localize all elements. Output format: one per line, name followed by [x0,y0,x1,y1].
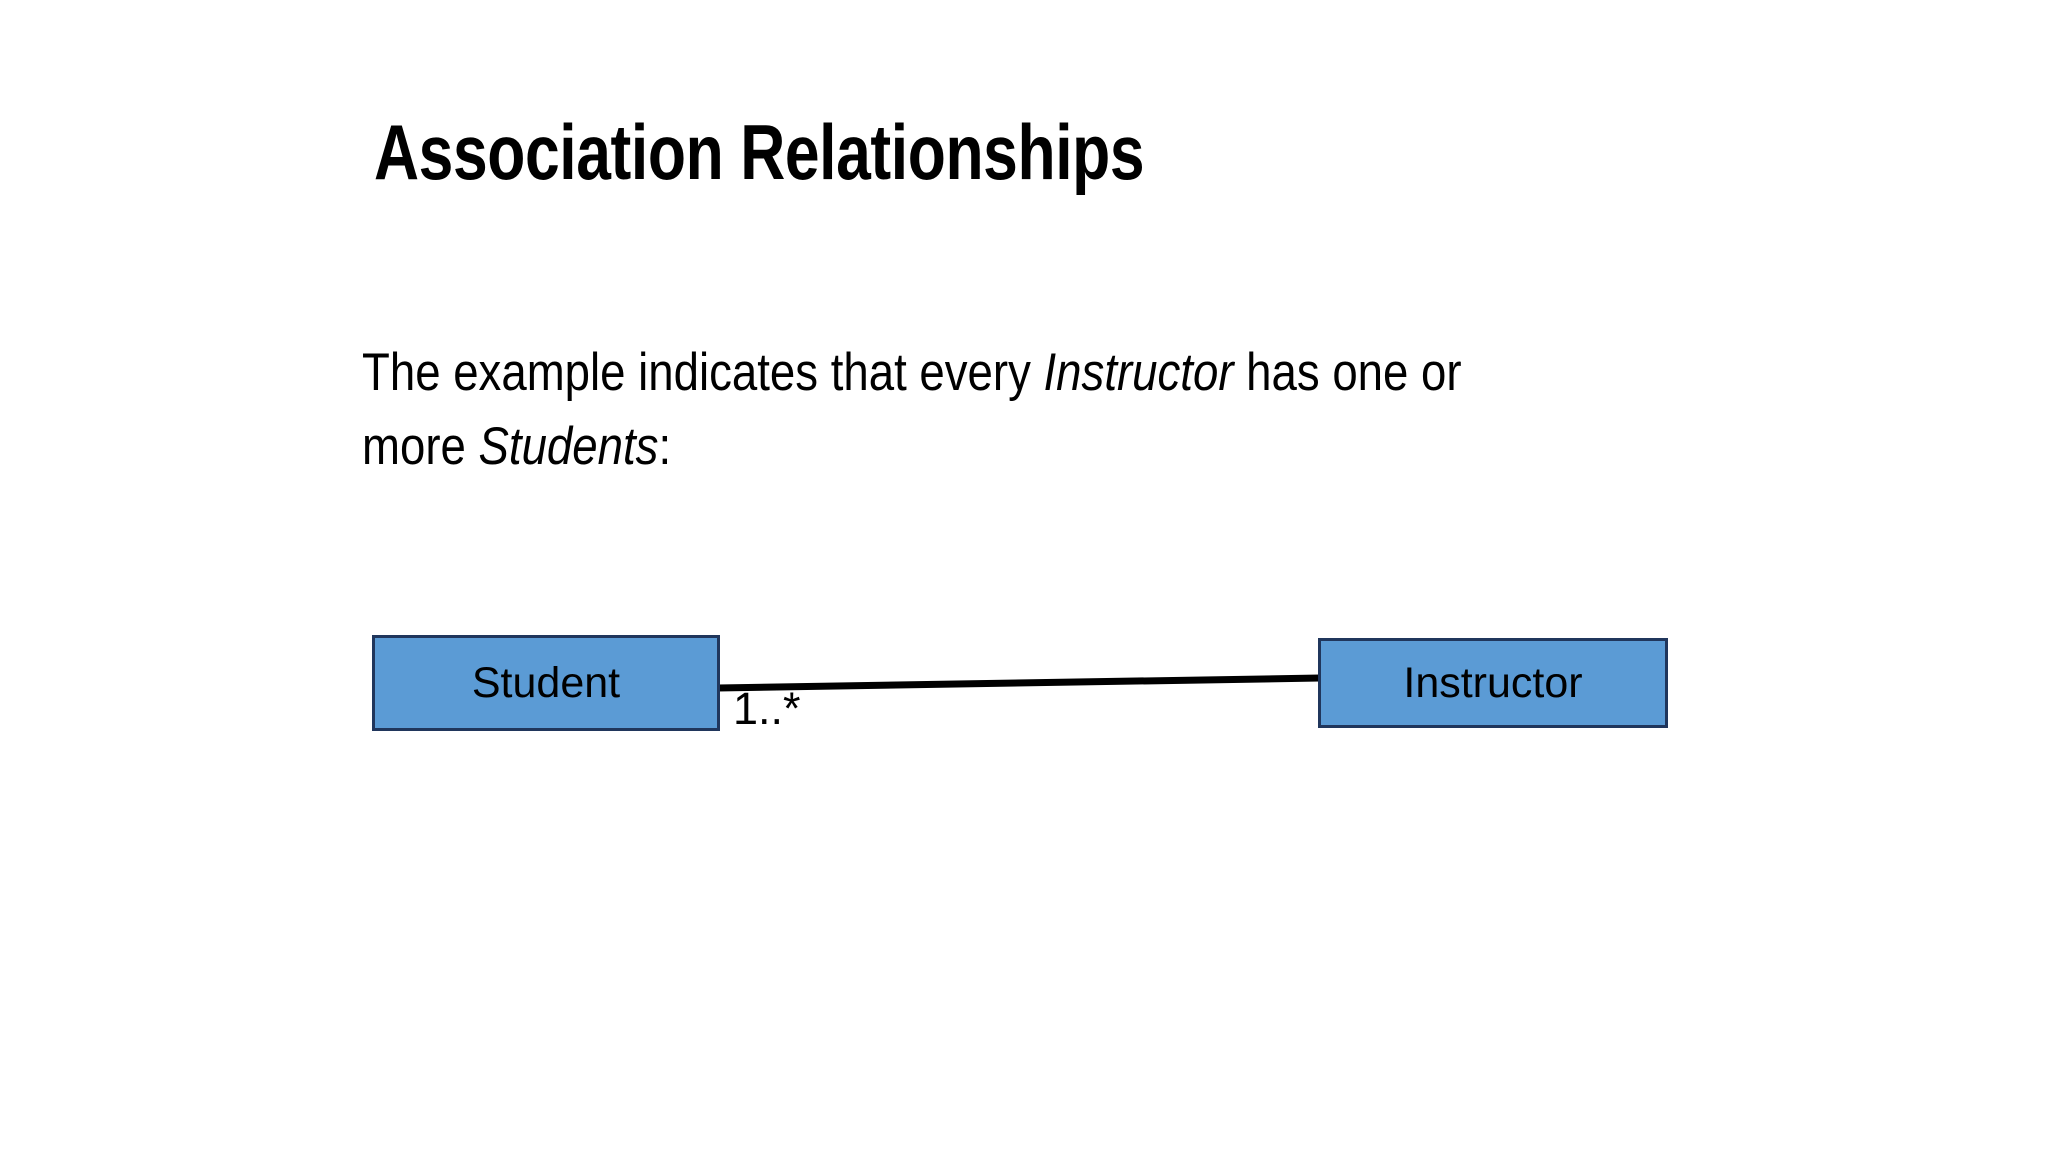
uml-class-box-student[interactable]: Student [372,635,720,731]
body-line-2: more Students: [362,410,1652,484]
body-line-2-text-before: more [362,417,479,476]
uml-class-box-instructor[interactable]: Instructor [1318,638,1668,728]
body-line-1-text-after: has one or [1233,343,1462,402]
body-line-1-emphasis-instructor: Instructor [1043,343,1234,402]
body-line-2-text-after: : [658,417,672,476]
body-line-2-emphasis-students: Students [478,417,659,476]
uml-class-name-instructor: Instructor [1403,658,1583,707]
association-line-stroke [717,674,1321,692]
body-paragraph: The example indicates that every Instruc… [362,336,1652,484]
association-line [717,674,1321,692]
body-line-1: The example indicates that every Instruc… [362,336,1652,410]
body-line-1-text-before: The example indicates that every [362,343,1044,402]
uml-class-name-student: Student [471,658,621,707]
page-title: Association Relationships [374,108,1145,197]
association-multiplicity-label: 1..* [733,683,801,734]
